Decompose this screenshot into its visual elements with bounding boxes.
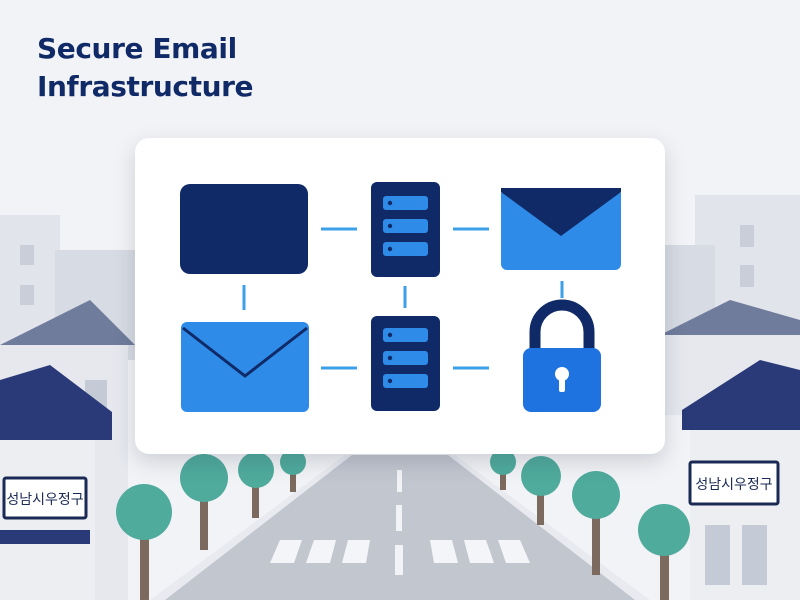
envelope-icon — [181, 322, 309, 412]
server-icon — [371, 182, 440, 277]
padlock-icon — [523, 299, 601, 412]
building — [0, 440, 95, 600]
tree — [180, 454, 228, 550]
title-line-1: Secure Email — [37, 32, 237, 65]
tree — [490, 449, 516, 490]
street-sign — [688, 460, 780, 506]
tree — [116, 484, 172, 600]
envelope-icon — [501, 188, 621, 270]
connectors — [242, 227, 564, 370]
tree — [638, 504, 690, 600]
flow-diagram — [180, 182, 621, 412]
tree — [572, 471, 620, 575]
title-line-2: Infrastructure — [37, 70, 254, 103]
crosswalk — [270, 540, 530, 563]
server-icon — [371, 316, 440, 411]
street-sign-right-text: 성남시우정구 — [695, 477, 772, 493]
street-sign-left-text: 성남시우정구 — [6, 492, 83, 508]
page-title: Secure Email Infrastructure — [37, 30, 254, 106]
tree — [238, 452, 274, 518]
tree — [521, 456, 561, 525]
street-sign — [2, 476, 88, 520]
screen-icon — [180, 184, 308, 274]
tree — [280, 449, 306, 492]
diagram-card — [135, 138, 665, 454]
